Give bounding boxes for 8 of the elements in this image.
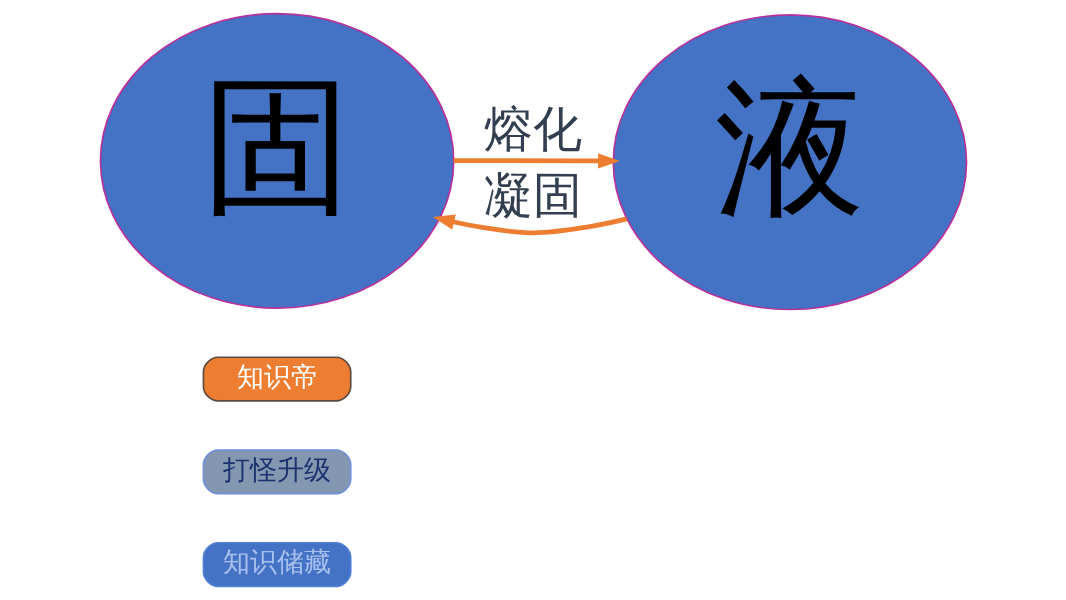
arrow — [432, 214, 627, 236]
node-box: 知识储藏 — [202, 541, 352, 588]
node-box: 知识帝 — [202, 356, 352, 402]
node-box: 打怪升级 — [202, 449, 352, 495]
edge-label: 熔化 — [484, 99, 582, 158]
node-ellipse: 液 — [611, 14, 967, 311]
arrow — [453, 153, 620, 169]
edge-label: 凝固 — [484, 166, 582, 225]
